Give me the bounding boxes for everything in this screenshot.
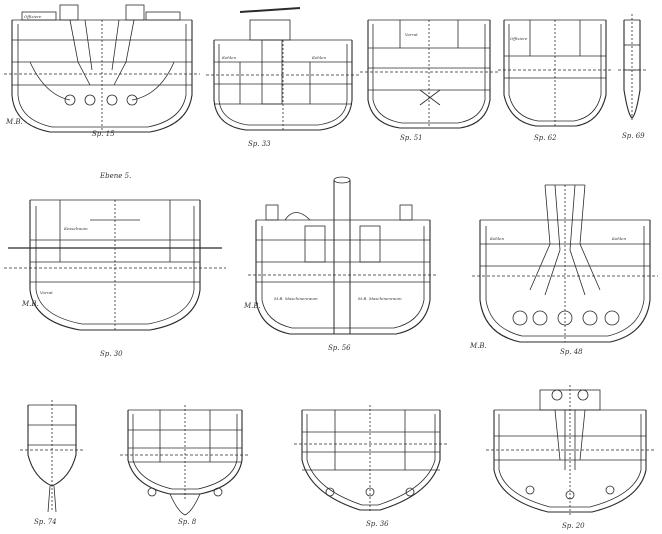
svg-text:Vorrat: Vorrat <box>405 32 418 37</box>
svg-text:Kohlen: Kohlen <box>221 55 237 60</box>
svg-text:M.B. Maschinenraum: M.B. Maschinenraum <box>273 296 318 301</box>
caption-sp33: Sp. 33 <box>248 140 271 148</box>
section-sp56: M.B. Maschinenraum M.B. Maschinenraum <box>248 176 438 335</box>
svg-text:M.B. Maschinenraum: M.B. Maschinenraum <box>357 296 402 301</box>
caption-sp74: Sp. 74 <box>34 518 57 526</box>
svg-text:Kohlen: Kohlen <box>311 55 327 60</box>
svg-text:Offiziere: Offiziere <box>24 14 42 19</box>
section-sp33: Kohlen Kohlen <box>206 7 360 131</box>
caption-sp69: Sp. 69 <box>622 132 645 140</box>
mark-sp30: M.B. <box>22 300 39 308</box>
caption-sp36: Sp. 36 <box>366 520 389 528</box>
caption-sp8: Sp. 8 <box>178 518 197 526</box>
caption-sp62: Sp. 62 <box>534 134 557 142</box>
section-sp20 <box>486 385 654 515</box>
section-sp15: Offiziere <box>4 4 200 133</box>
caption-sp15: Sp. 15 <box>92 130 115 138</box>
caption-sp48: Sp. 48 <box>560 348 583 356</box>
svg-text:Kesselraum: Kesselraum <box>63 226 88 231</box>
section-sp69 <box>618 14 646 120</box>
svg-text:Kohlen: Kohlen <box>611 236 627 241</box>
svg-text:Kohlen: Kohlen <box>489 236 505 241</box>
section-sp30: Kesselraum Vorrat <box>4 199 226 331</box>
section-sp51: Vorrat <box>360 19 498 129</box>
mark-sp56: M.B. <box>244 302 261 310</box>
section-sp8 <box>120 405 250 516</box>
svg-text:Vorrat: Vorrat <box>40 290 53 295</box>
svg-text:Offiziere: Offiziere <box>510 36 528 41</box>
section-sp74 <box>20 400 84 513</box>
caption-sp56: Sp. 56 <box>328 344 351 352</box>
sheet-title: Ebene 5. <box>100 172 132 180</box>
caption-sp51: Sp. 51 <box>400 134 423 142</box>
section-sp36 <box>294 405 448 512</box>
section-sp62: Offiziere <box>498 19 612 127</box>
caption-sp20: Sp. 20 <box>562 522 585 530</box>
section-sp48: Kohlen Kohlen <box>472 184 658 343</box>
mark-sp48: M.B. <box>470 342 487 350</box>
mark-sp15: M.B. <box>6 118 23 126</box>
caption-sp30: Sp. 30 <box>100 350 123 358</box>
